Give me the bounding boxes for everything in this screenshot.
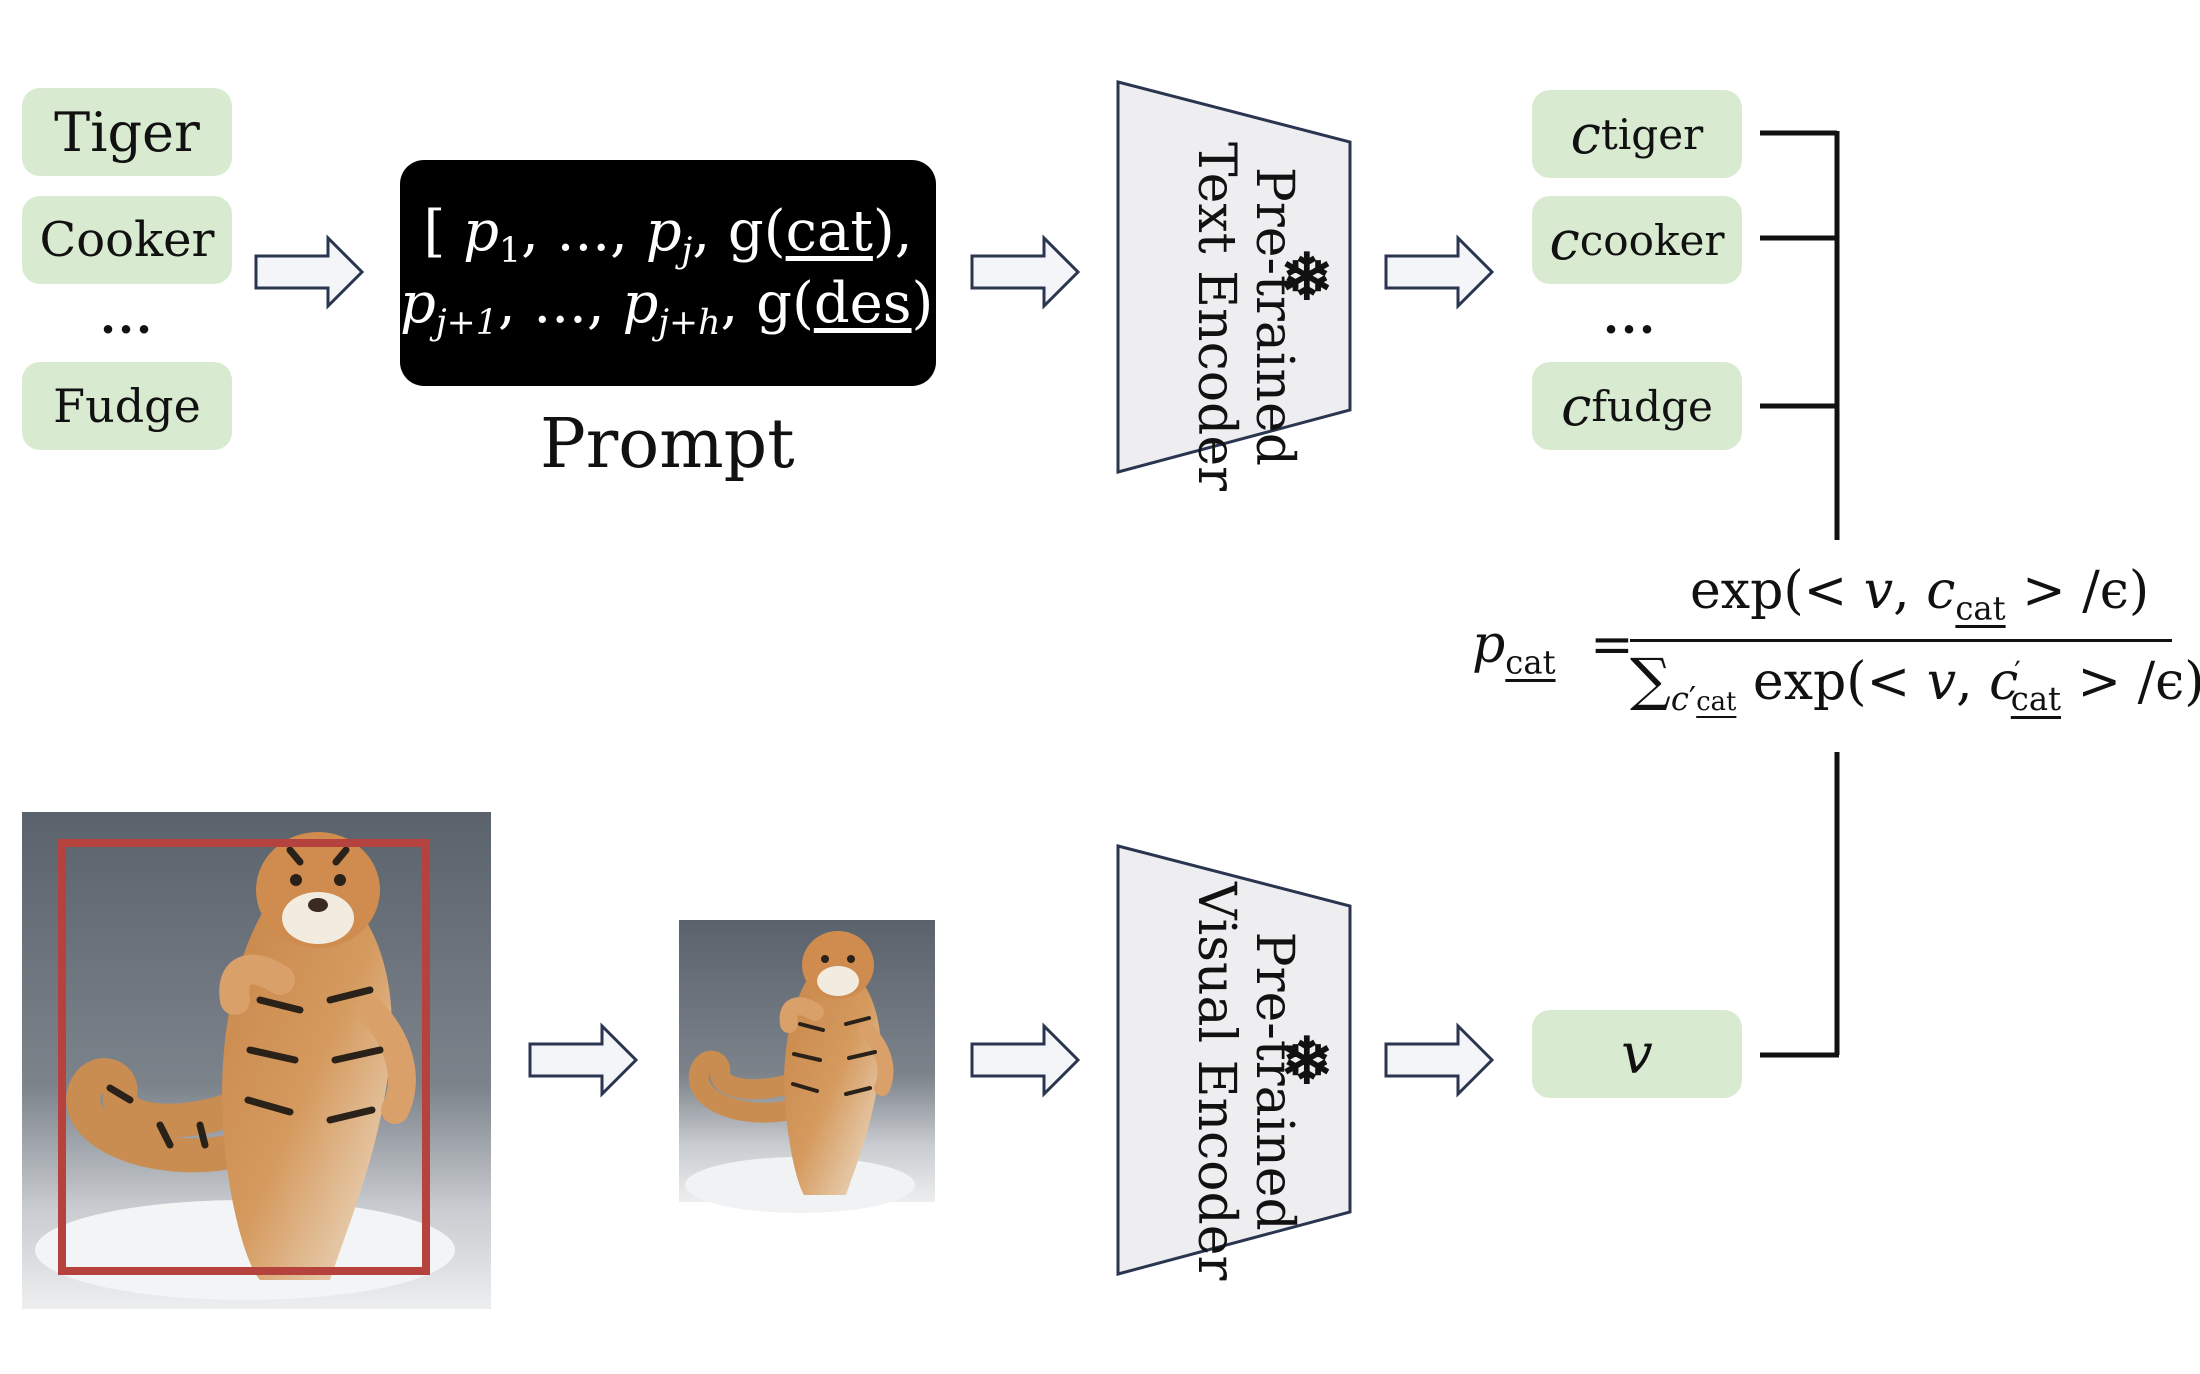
class-label-cooker: Cooker [39, 212, 215, 268]
arrow-prompt-to-text-encoder [970, 234, 1081, 310]
prompt-line-1: [ p1, ..., pj, g(cat), [423, 199, 913, 272]
text-encoder-label: Pre-trained Text Encoder [1185, 142, 1304, 491]
embedding-ellipsis: ... [1602, 290, 1658, 344]
snowflake-icon: ❄ [1280, 240, 1334, 315]
prompt-box: [ p1, ..., pj, g(cat), pj+1, ..., pj+h, … [400, 160, 956, 386]
formula-denominator: ∑c′cat exp(< v, c′cat > /ϵ) [1630, 647, 2200, 719]
prompt-caption: Prompt [540, 405, 795, 484]
class-pill-fudge: Fudge [22, 362, 232, 450]
bounding-box [58, 839, 430, 1275]
prompt-cat-token: cat [785, 199, 873, 264]
softmax-formula: pcat = exp(< v, ccat > /ϵ) ∑c′cat exp(< … [1472, 561, 2200, 735]
arrow-classes-to-prompt [254, 234, 365, 310]
arrow-text-encoder-to-embeddings [1384, 234, 1495, 310]
prompt-des-token: des [813, 271, 912, 336]
cropped-tiger-image [679, 920, 935, 1213]
class-label-tiger: Tiger [54, 100, 200, 164]
class-label-fudge: Fudge [53, 379, 201, 433]
class-pill-tiger: Tiger [22, 88, 232, 176]
visual-encoder-line2: Visual Encoder [1185, 882, 1246, 1281]
text-encoder-shape [1116, 80, 1352, 474]
arrow-crop-to-visual-encoder [970, 1022, 1081, 1098]
snowflake-icon: ❄ [1280, 1024, 1334, 1099]
class-ellipsis: ... [99, 290, 155, 344]
class-pill-cooker: Cooker [22, 196, 232, 284]
arrow-image-to-crop [528, 1022, 639, 1098]
text-encoder-line2: Text Encoder [1185, 142, 1246, 491]
formula-fraction-bar [1630, 639, 2172, 642]
arrow-visual-encoder-to-v [1384, 1022, 1495, 1098]
text-encoder-line1: Pre-trained [1244, 166, 1304, 467]
formula-numerator: exp(< v, ccat > /ϵ) [1690, 561, 2150, 628]
visual-encoder-shape [1116, 844, 1352, 1276]
similarity-connector [1760, 130, 1840, 1058]
prompt-line-2: pj+1, ..., pj+h, g(des)] [400, 271, 956, 344]
visual-embedding-pill: v [1532, 1010, 1742, 1098]
original-tiger-image [22, 812, 491, 1309]
formula-lhs: pcat = [1472, 615, 1634, 682]
